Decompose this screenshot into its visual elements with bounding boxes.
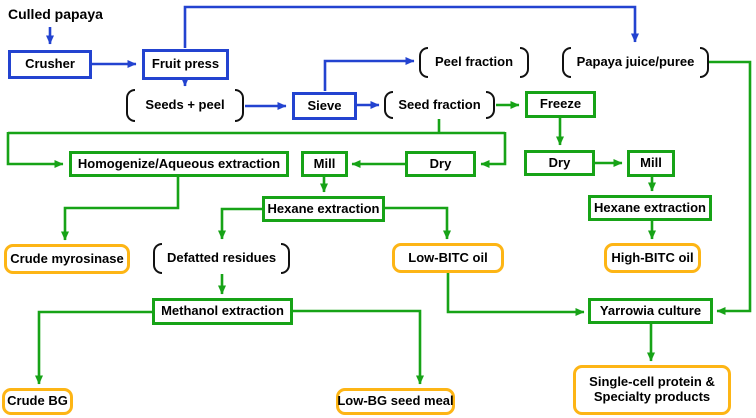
node-defatted-residues: Defatted residues (153, 243, 290, 274)
edge-fruitpress-papayajuice (183, 5, 639, 48)
node-mill-left: Mill (301, 151, 348, 177)
node-hexane-extraction-right: Hexane extraction (588, 195, 712, 221)
node-crusher: Crusher (8, 50, 92, 79)
node-dry-left: Dry (405, 151, 476, 177)
left-brace-icon (126, 89, 135, 122)
node-seed-fraction: Seed fraction (384, 91, 495, 119)
left-brace-icon (562, 47, 571, 78)
node-freeze: Freeze (525, 91, 596, 118)
edge-hexaneleft-defatted (218, 207, 262, 240)
node-homogenize-aqueous-extraction: Homogenize/Aqueous extraction (69, 151, 289, 177)
left-brace-icon (384, 91, 393, 119)
edge-methanol-lowbgmeal (293, 309, 424, 385)
left-brace-icon (419, 47, 428, 78)
right-brace-icon (520, 47, 529, 78)
node-crude-myrosinase: Crude myrosinase (4, 244, 130, 274)
node-fruit-press: Fruit press (142, 49, 229, 80)
edge-homogenize-crudemyrosinase (61, 177, 180, 241)
node-mill-right: Mill (627, 150, 675, 177)
node-methanol-extraction: Methanol extraction (152, 298, 293, 325)
node-single-cell-protein: Single-cell protein & Specialty products (573, 365, 731, 415)
node-crude-bg: Crude BG (2, 388, 73, 415)
label-culled-papaya: Culled papaya (8, 5, 103, 22)
left-brace-icon (153, 243, 162, 274)
node-yarrowia-culture: Yarrowia culture (588, 298, 713, 324)
node-low-bitc-oil: Low-BITC oil (392, 243, 504, 273)
right-brace-icon (234, 89, 244, 122)
right-brace-icon (700, 47, 709, 78)
node-high-bitc-oil: High-BITC oil (604, 243, 701, 273)
node-low-bg-seed-meal: Low-BG seed meal (336, 388, 455, 415)
edge-lowbitc-yarrowia (446, 273, 585, 316)
right-brace-icon (485, 91, 495, 119)
edge-papayajuice-yarrowia (709, 60, 752, 315)
edge-split-dryleft (480, 132, 507, 168)
node-sieve: Sieve (292, 92, 357, 120)
edge-methanol-crudebg (35, 310, 152, 385)
edge-split-homogenize (6, 132, 64, 168)
node-hexane-extraction-left: Hexane extraction (262, 196, 385, 222)
edge-hexaneleft-lowbitc (385, 206, 451, 240)
node-dry-right: Dry (524, 150, 595, 176)
edge-sieve-peelfraction (323, 57, 415, 91)
right-brace-icon (281, 243, 290, 274)
node-peel-fraction: Peel fraction (419, 47, 529, 78)
node-seeds-peel: Seeds + peel (126, 89, 244, 122)
node-papaya-juice-puree: Papaya juice/puree (562, 47, 709, 78)
